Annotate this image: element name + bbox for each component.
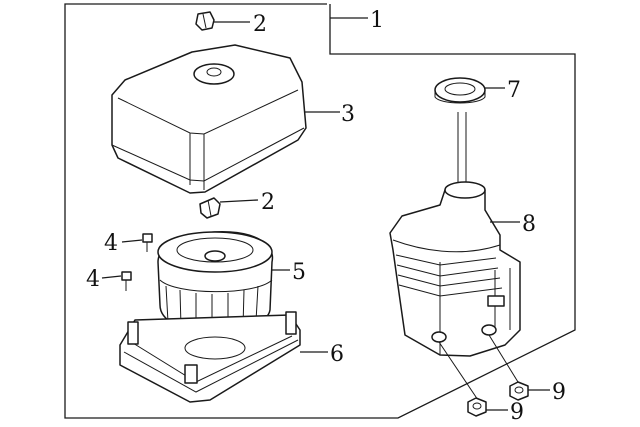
wing-nut-middle	[199, 197, 221, 219]
callout-2-middle: 2	[261, 190, 275, 215]
seal-ring	[434, 77, 486, 104]
callout-5: 5	[292, 260, 306, 285]
callout-9-lower: 9	[510, 400, 524, 425]
callout-line-4b	[101, 275, 122, 279]
callout-1: 1	[370, 8, 384, 33]
callout-4-lower: 4	[86, 267, 100, 292]
callout-6: 6	[330, 342, 344, 367]
callout-3: 3	[341, 102, 355, 127]
stud-line-9a	[438, 341, 479, 401]
air-cleaner-base	[119, 311, 301, 403]
callout-2-top: 2	[253, 12, 267, 37]
stud-line-9b	[488, 334, 519, 383]
screw-lower	[121, 271, 132, 291]
wing-nut-top	[195, 11, 215, 31]
callout-4-upper: 4	[104, 231, 118, 256]
callout-line-2b	[219, 199, 259, 203]
air-cleaner-cover	[111, 44, 307, 194]
nut-upper	[509, 381, 529, 401]
callout-8: 8	[522, 212, 536, 237]
nut-lower	[467, 397, 487, 417]
air-cleaner-elbow	[389, 112, 521, 357]
screw-upper	[142, 233, 153, 252]
callout-line-4a	[121, 239, 143, 243]
callout-9-upper: 9	[552, 380, 566, 405]
filter-element	[157, 231, 274, 333]
callout-7: 7	[507, 78, 521, 103]
assembly-frame	[64, 3, 576, 419]
